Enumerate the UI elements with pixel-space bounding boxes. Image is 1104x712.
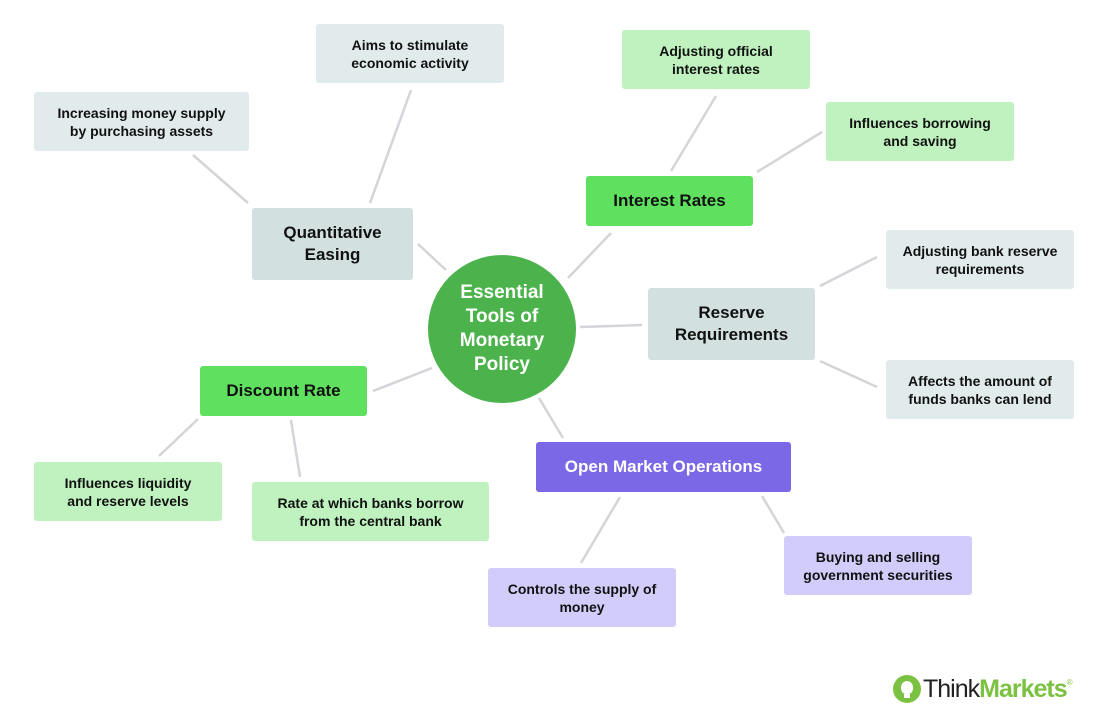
detail-label: Controls the supply of money bbox=[507, 580, 657, 615]
connector-center-dr bbox=[372, 366, 433, 393]
branch-reserve-requirements[interactable]: Reserve Requirements bbox=[648, 288, 815, 360]
detail-ir-adjusting[interactable]: Adjusting official interest rates bbox=[622, 30, 810, 89]
logo-think-text: Think bbox=[923, 674, 980, 703]
detail-label: Increasing money supply by purchasing as… bbox=[57, 104, 226, 139]
detail-qe-increasing[interactable]: Increasing money supply by purchasing as… bbox=[34, 92, 249, 151]
branch-interest-rates[interactable]: Interest Rates bbox=[586, 176, 753, 226]
connector-omo-controls bbox=[579, 496, 622, 564]
connector-rr-affects bbox=[819, 359, 878, 389]
branch-open-market-operations[interactable]: Open Market Operations bbox=[536, 442, 791, 492]
branch-label: Open Market Operations bbox=[564, 457, 763, 476]
connector-dr-rate bbox=[289, 419, 302, 478]
detail-dr-rate[interactable]: Rate at which banks borrow from the cent… bbox=[252, 482, 489, 541]
connector-rr-adjusting bbox=[819, 255, 878, 288]
connector-center-qe bbox=[417, 243, 447, 271]
central-topic[interactable]: Essential Tools of Monetary Policy bbox=[428, 255, 576, 403]
connector-center-rr bbox=[579, 323, 643, 329]
detail-dr-influences[interactable]: Influences liquidity and reserve levels bbox=[34, 462, 222, 521]
branch-label: Interest Rates bbox=[613, 191, 726, 210]
connector-omo-buying bbox=[760, 495, 786, 534]
branch-label: Reserve Requirements bbox=[674, 303, 789, 344]
detail-rr-affects[interactable]: Affects the amount of funds banks can le… bbox=[886, 360, 1074, 419]
branch-quantitative-easing[interactable]: Quantitative Easing bbox=[252, 208, 413, 280]
detail-label: Affects the amount of funds banks can le… bbox=[908, 372, 1052, 407]
connector-ir-adjusting bbox=[669, 95, 718, 172]
connector-ir-influences bbox=[756, 130, 823, 174]
lightbulb-icon bbox=[893, 675, 921, 703]
detail-omo-controls[interactable]: Controls the supply of money bbox=[488, 568, 676, 627]
detail-qe-aims[interactable]: Aims to stimulate economic activity bbox=[316, 24, 504, 83]
branch-label: Quantitative Easing bbox=[283, 223, 382, 264]
detail-label: Buying and selling government securities bbox=[803, 548, 953, 583]
detail-omo-buying[interactable]: Buying and selling government securities bbox=[784, 536, 972, 595]
central-topic-label: Essential Tools of Monetary Policy bbox=[459, 282, 545, 375]
connector-dr-influences bbox=[158, 418, 199, 457]
branch-discount-rate[interactable]: Discount Rate bbox=[200, 366, 367, 416]
connector-center-ir bbox=[567, 232, 612, 279]
detail-rr-adjusting[interactable]: Adjusting bank reserve requirements bbox=[886, 230, 1074, 289]
connector-qe-increasing bbox=[192, 154, 249, 204]
detail-label: Influences borrowing and saving bbox=[849, 114, 991, 149]
registered-mark: ® bbox=[1066, 678, 1073, 687]
connector-center-omo bbox=[537, 397, 565, 439]
detail-label: Rate at which banks borrow from the cent… bbox=[277, 494, 464, 529]
connector-qe-aims bbox=[368, 89, 413, 204]
detail-label: Adjusting official interest rates bbox=[659, 42, 773, 77]
thinkmarkets-logo: Think Markets ® bbox=[893, 672, 1073, 706]
logo-markets-text: Markets bbox=[979, 674, 1067, 703]
detail-label: Influences liquidity and reserve levels bbox=[64, 474, 192, 509]
branch-label: Discount Rate bbox=[226, 381, 341, 400]
detail-ir-influences[interactable]: Influences borrowing and saving bbox=[826, 102, 1014, 161]
detail-label: Aims to stimulate economic activity bbox=[351, 36, 469, 71]
detail-label: Adjusting bank reserve requirements bbox=[902, 242, 1058, 277]
